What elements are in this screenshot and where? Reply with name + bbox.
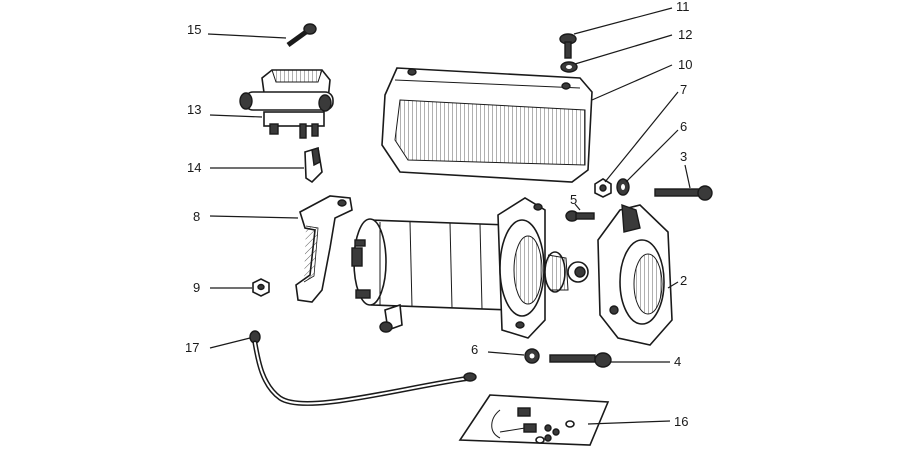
cable-17 [249,330,477,406]
mounting-plate-2 [597,203,673,346]
callout-4: 4 [674,354,681,369]
washer-12 [560,61,578,73]
screw-15 [286,23,317,48]
washer-6-upper [616,178,630,196]
callout-8: 8 [193,209,200,224]
callout-3: 3 [680,149,687,164]
callout-10: 10 [678,57,692,72]
leader-lines [207,7,691,425]
callout-6-lower: 6 [471,342,478,357]
callout-11: 11 [676,0,690,14]
nut-9 [252,278,270,297]
callout-labels: 11 12 10 7 6 3 5 2 4 6 16 15 13 14 8 9 1… [185,0,692,429]
bolt-11 [559,33,577,59]
nut-7 [594,178,612,198]
drive-end-flange [497,197,546,339]
callout-16: 16 [674,414,688,429]
screw-5 [565,210,595,222]
cover-plate-10 [381,67,593,183]
bracket-8 [295,195,353,303]
callout-9: 9 [193,280,200,295]
callout-14: 14 [187,160,201,175]
starter-motor-body [351,218,513,333]
callout-17: 17 [185,340,199,355]
callout-5: 5 [570,192,577,207]
brush-kit-16 [458,394,610,446]
clip-14 [304,146,323,184]
washer-6-lower [524,348,540,364]
callout-12: 12 [678,27,692,42]
bolt-3 [654,185,713,201]
callout-15: 15 [187,22,201,37]
callout-2: 2 [680,273,687,288]
callout-7: 7 [680,82,687,97]
callout-13: 13 [187,102,201,117]
pinion-gear [544,251,589,293]
relay-13 [239,69,334,139]
bolt-4 [549,352,612,368]
callout-6-upper: 6 [680,119,687,134]
